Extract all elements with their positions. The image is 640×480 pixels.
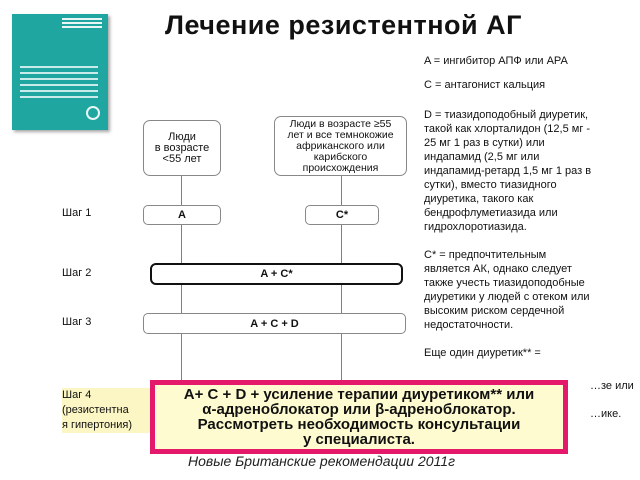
legend-cstar-line-2: является АК, однако следует xyxy=(424,263,572,275)
step-4-recommendation-box: A+ C + D + усиление терапии диуретиком**… xyxy=(150,380,568,454)
left-header-line-1: Люди xyxy=(168,130,196,143)
left-header-line-2: в возрасте xyxy=(154,141,210,154)
right-header-line-5: происхождения xyxy=(302,161,379,174)
legend-c-line-1: C = антагонист кальция xyxy=(424,79,546,91)
legend-d-line-6: сутки), вместо тиазидного xyxy=(424,179,557,191)
right-header-line-4: карибского xyxy=(313,150,368,163)
legend-extra-fragment-2: …ике. xyxy=(590,408,622,420)
legend-c: C = антагонист кальция xyxy=(424,78,638,92)
step-1-box-a: A xyxy=(143,205,221,225)
step-3-label: Шаг 3 xyxy=(62,316,92,328)
left-column-header: Люди в возрасте <55 лет xyxy=(143,120,221,176)
legend-d-line-3: 25 мг 1 раз в сутки) или xyxy=(424,137,545,149)
legend-cstar-line-5: высоким риском сердечной xyxy=(424,305,565,317)
right-header-line-1: Люди в возрасте ≥55 xyxy=(289,117,392,130)
legend-cstar-line-6: недостаточности. xyxy=(424,319,514,331)
cover-text-lines xyxy=(20,66,98,102)
step-4-box-line-1: A+ C + D + усиление терапии диуретиком**… xyxy=(183,386,535,403)
cover-emblem-icon xyxy=(86,106,100,120)
legend-cstar-line-3: также учесть тиазидоподобные xyxy=(424,277,585,289)
step-4-box-line-2: α-адреноблокатор или β-адреноблокатор. xyxy=(202,401,516,418)
step-4-box-line-3: Рассмотреть необходимость консультации xyxy=(197,416,521,433)
step-2-label: Шаг 2 xyxy=(62,267,92,279)
legend-d-line-8: бендрофлуметиазида или xyxy=(424,207,558,219)
legend-extra-line-1: Еще один диуретик** = xyxy=(424,347,541,359)
left-header-line-3: <55 лет xyxy=(162,152,202,165)
legend-cstar-line-1: C* = предпочтительным xyxy=(424,249,547,261)
legend-a-line-1: A = ингибитор АПФ или АРА xyxy=(424,55,568,67)
slide-title: Лечение резистентной АГ xyxy=(165,10,522,40)
legend-extra-fragment-1: …зе или xyxy=(590,380,634,392)
legend-d-line-5: индапамид-ретард 1,5 мг 1 раз в xyxy=(424,165,592,177)
right-header-line-2: лет и все темнокожие xyxy=(287,128,394,141)
step-2-box: A + C* xyxy=(150,263,403,285)
legend-cstar-line-4: диуретики у людей с отеком или xyxy=(424,291,590,303)
legend-d-line-7: диуретика, такого как xyxy=(424,193,534,205)
step-4-label-line-1: Шаг 4 xyxy=(62,389,92,401)
step-3-box: A + C + D xyxy=(143,313,406,334)
source-footer: Новые Британские рекомендации 2011г xyxy=(188,453,455,469)
nice-logo xyxy=(62,18,102,32)
legend-extra-diuretic: Еще один диуретик** = xyxy=(424,346,638,360)
step-4-label-line-3: я гипертония) xyxy=(62,419,132,431)
legend-d-line-9: гидрохлоротиазида. xyxy=(424,221,527,233)
step-4-label-line-2: (резистентна xyxy=(62,404,129,416)
step-1-label: Шаг 1 xyxy=(62,207,92,219)
step-4-label: Шаг 4 (резистентна я гипертония) xyxy=(62,388,150,433)
legend-a: A = ингибитор АПФ или АРА xyxy=(424,54,638,68)
step-4-box-line-4: у специалиста. xyxy=(302,431,415,448)
legend-d-line-2: такой как хлорталидон (12,5 мг - xyxy=(424,123,591,135)
legend-d-line-4: индапамид (2,5 мг или xyxy=(424,151,540,163)
guideline-cover-image xyxy=(12,14,108,130)
abbreviation-legend: A = ингибитор АПФ или АРА C = антагонист… xyxy=(424,54,638,370)
step-1-box-c-star: C* xyxy=(305,205,379,225)
right-column-header: Люди в возрасте ≥55 лет и все темнокожие… xyxy=(274,116,407,176)
legend-d-line-1: D = тиазидоподобный диуретик, xyxy=(424,109,589,121)
right-header-line-3: африканского или xyxy=(296,139,385,152)
legend-c-star: C* = предпочтительным является АК, однак… xyxy=(424,248,638,332)
legend-d: D = тиазидоподобный диуретик, такой как … xyxy=(424,108,638,234)
